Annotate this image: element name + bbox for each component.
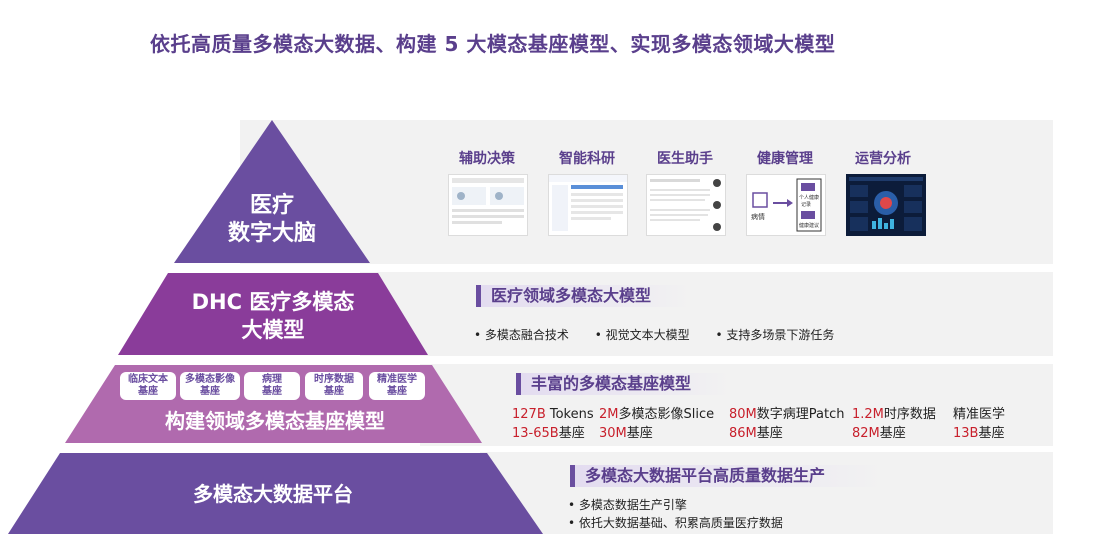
chip-clinical-text-l1: 临床文本	[128, 374, 168, 385]
stat-imaging-t1: 多模态影像Slice	[618, 407, 715, 422]
chip-multimodal-imaging-l2: 基座	[200, 386, 220, 397]
tier-second-line2: 大模型	[241, 318, 305, 342]
platform-items: • 多模态数据生产引擎 • 依托大数据基础、积累高质量医疗数据	[568, 496, 783, 532]
band-domain-model	[360, 272, 1053, 356]
stat-pathology-t1: 数字病理Patch	[756, 407, 845, 422]
pyramid-tier-bottom	[8, 453, 543, 534]
domain-model-bullets: • 多模态融合技术 • 视觉文本大模型 • 支持多场景下游任务	[474, 326, 856, 343]
chip-precision-medicine: 精准医学 基座	[369, 372, 425, 400]
thumbnail-doctor-assistant	[646, 174, 726, 236]
stat-time-series-n2: 82M	[852, 426, 880, 441]
tier-third-label: 构建领域多模态基座模型	[165, 409, 385, 433]
chip-pathology-l1: 病理	[262, 374, 282, 385]
chip-multimodal-imaging-l1: 多模态影像	[185, 374, 235, 385]
thumbnail-health-management: 病情 个人健康 记录 健康建议	[746, 174, 826, 236]
domain-model-heading: 医疗领域多模态大模型	[476, 285, 691, 307]
stat-clinical-text-t2: 基座	[558, 426, 585, 441]
stat-pathology: 80M数字病理Patch 86M基座	[729, 405, 844, 443]
thumbnail-smart-research	[548, 174, 628, 236]
platform-item-data: • 依托大数据基础、积累高质量医疗数据	[568, 516, 783, 530]
stat-clinical-text-n1: 127B	[512, 407, 546, 422]
thumbnail-decision-support	[448, 174, 528, 236]
thumb-health-left-text: 病情	[751, 212, 765, 221]
app-label-smart-research: 智能科研	[559, 151, 615, 167]
stat-imaging-t2: 基座	[626, 426, 653, 441]
stat-time-series-t1: 时序数据	[883, 407, 936, 422]
chip-time-series-l2: 基座	[324, 386, 344, 397]
stat-pathology-t2: 基座	[756, 426, 783, 441]
stat-clinical-text-n2: 13-65B	[512, 426, 559, 441]
tier-top-line1: 医疗	[249, 193, 294, 218]
app-label-decision-support: 辅助决策	[459, 151, 515, 167]
chip-time-series: 时序数据 基座	[305, 372, 363, 400]
platform-item-engine: • 多模态数据生产引擎	[568, 498, 687, 512]
platform-heading-text: 多模态大数据平台高质量数据生产	[585, 466, 826, 485]
thumb-health-r3-text: 健康建议	[799, 222, 819, 229]
stat-precision-medicine: 精准医学 13B基座	[953, 405, 1005, 443]
tier-top-line2: 数字大脑	[227, 221, 316, 246]
domain-bullet-vision-text: • 视觉文本大模型	[594, 328, 690, 342]
chip-precision-medicine-l1: 精准医学	[377, 374, 417, 385]
stat-pathology-n2: 86M	[729, 426, 757, 441]
app-label-health-management: 健康管理	[757, 151, 813, 167]
pyramid-diagram	[8, 120, 543, 534]
chip-multimodal-imaging: 多模态影像 基座	[180, 372, 240, 400]
platform-heading: 多模态大数据平台高质量数据生产	[570, 465, 885, 487]
thumb-health-r1-text: 个人健康	[799, 194, 819, 201]
chip-clinical-text: 临床文本 基座	[120, 372, 176, 400]
domain-model-heading-text: 医疗领域多模态大模型	[491, 286, 652, 305]
chip-precision-medicine-l2: 基座	[387, 386, 407, 397]
thumb-health-r2-text: 记录	[801, 201, 811, 208]
app-label-operations-analysis: 运营分析	[855, 151, 911, 167]
page-title: 依托高质量多模态大数据、构建 5 大模态基座模型、实现多模态领域大模型	[150, 32, 836, 56]
tier-second-line1: DHC 医疗多模态	[191, 290, 355, 314]
base-models-heading: 丰富的多模态基座模型	[516, 373, 731, 395]
stat-pathology-n1: 80M	[729, 407, 757, 422]
stat-precision-medicine-t2: 基座	[978, 426, 1005, 441]
pyramid-tier-top	[174, 120, 370, 263]
tier-second-label: DHC 医疗多模态 大模型	[160, 288, 386, 344]
domain-bullet-fusion: • 多模态融合技术	[474, 328, 569, 342]
base-models-heading-text: 丰富的多模态基座模型	[531, 374, 692, 393]
domain-bullet-downstream: • 支持多场景下游任务	[715, 328, 835, 342]
tier-bottom-label: 多模态大数据平台	[193, 482, 353, 506]
stat-time-series: 1.2M时序数据 82M基座	[852, 405, 936, 443]
chip-pathology: 病理 基座	[244, 372, 300, 400]
stat-clinical-text: 127B Tokens 13-65B基座	[512, 405, 594, 443]
stat-imaging-n2: 30M	[599, 426, 627, 441]
stat-time-series-t2: 基座	[879, 426, 906, 441]
app-label-doctor-assistant: 医生助手	[657, 151, 713, 167]
stat-precision-medicine-t1: 精准医学	[953, 407, 1006, 422]
chip-time-series-l1: 时序数据	[314, 374, 354, 385]
thumbnail-operations-analysis	[846, 174, 926, 236]
stat-time-series-n1: 1.2M	[852, 407, 884, 422]
stat-imaging: 2M多模态影像Slice 30M基座	[599, 405, 714, 443]
chip-clinical-text-l2: 基座	[138, 386, 158, 397]
stat-imaging-n1: 2M	[599, 407, 619, 422]
pyramid-tier-second	[118, 273, 428, 355]
stat-precision-medicine-n2: 13B	[953, 426, 979, 441]
stat-clinical-text-t1: Tokens	[545, 407, 594, 422]
tier-top-label: 医疗 数字大脑	[212, 192, 332, 248]
chip-pathology-l2: 基座	[262, 386, 282, 397]
